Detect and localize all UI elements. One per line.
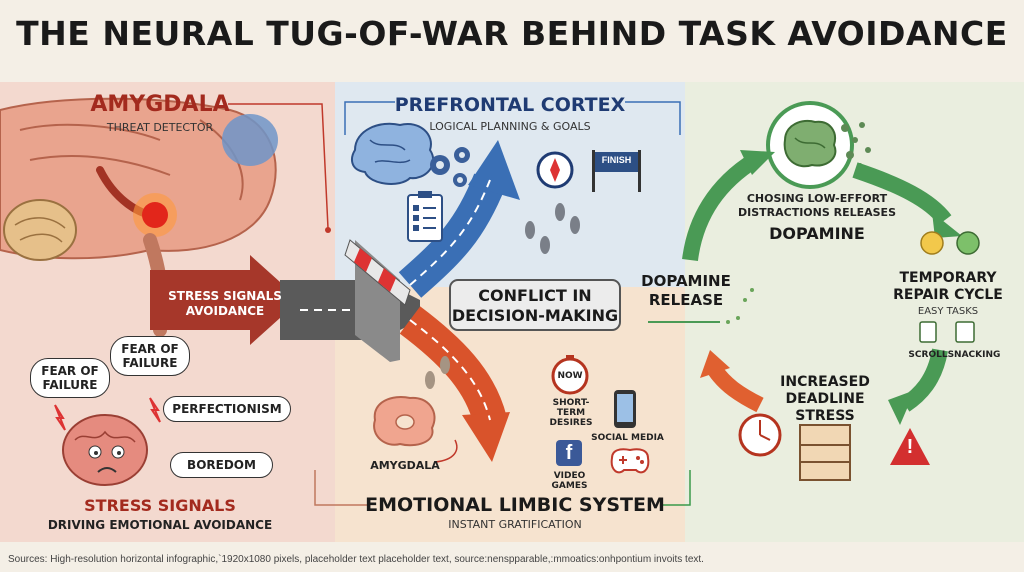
choosing-distractions-label: CHOSING LOW-EFFORT DISTRACTIONS RELEASES [738,192,896,219]
limbic-heading: EMOTIONAL LIMBIC SYSTEM [365,494,665,516]
stress-arrow-label: STRESS SIGNALS AVOIDANCE [160,289,290,319]
easy-tasks-label: EASY TASKS [917,306,979,317]
bubble-perfectionism: PERFECTIONISM [163,396,291,422]
compass-icon [536,151,574,189]
amygdala-connector-line [228,103,329,229]
prefrontal-arrow-head [468,140,520,200]
snacking-label: SNACKING [947,350,1001,360]
temporary-repair-label: TEMPORARY REPAIR CYCLE [893,270,1003,303]
prefrontal-subtitle: LOGICAL PLANNING & GOALS [429,120,591,133]
video-games-label: VIDEO GAMES [551,471,588,491]
gears-icon [430,147,470,187]
conflict-label: CONFLICT IN DECISION-MAKING [450,286,620,326]
bubble-fear-of-failure-2: FEAR OF FAILURE [110,336,190,376]
stress-signals-heading: STRESS SIGNALS [84,496,236,515]
stress-arrow [150,255,300,345]
facebook-glyph: f [565,442,573,464]
amygdala-subtitle: THREAT DETECTOR [106,121,214,134]
page-title: THE NEURAL TUG-OF-WAR BEHIND TASK AVOIDA… [16,14,1008,53]
cycle-panel-background [685,82,1024,542]
warning-glyph: ! [906,436,914,458]
scroll-label: SCROLL [908,350,948,360]
bubble-fear-of-failure-1: FEAR OF FAILURE [30,358,110,398]
conflict-line2: DECISION-MAKING [451,306,619,325]
conflict-box [449,279,621,331]
finish-label: FINISH [601,155,632,165]
stress-arrow-line1: STRESS SIGNALS [168,289,282,303]
prefrontal-heading: PREFRONTAL CORTEX [394,94,626,116]
pink-brain-icon [373,396,436,447]
green-brain-icon [783,120,837,168]
footprints-icon [425,203,580,389]
game-controller-icon [610,448,650,474]
limbic-arrow-head [462,412,510,462]
warning-triangle-icon [890,428,930,465]
checklist-icon [407,191,443,242]
brain-cross-section-illustration [0,97,278,337]
cycle-arrow-bottom-left [708,365,764,413]
scroll-icon [919,321,937,343]
smiley-yellow-icon [920,231,944,255]
deadline-stopwatch-icon [738,413,782,457]
dopamine-release-label: DOPAMINE RELEASE [641,272,731,309]
dopamine-heading: DOPAMINE [769,224,865,243]
smiley-green-icon [956,231,980,255]
bubble-boredom: BOREDOM [170,452,273,478]
social-media-label: SOCIAL MEDIA [591,433,664,443]
amygdala-heading: AMYGDALA [90,92,230,117]
cycle-arrow-top-left [682,153,760,262]
cycle-arrow-top-right [852,162,952,226]
stress-signals-subtitle: DRIVING EMOTIONAL AVOIDANCE [47,518,273,532]
increased-stress-label: INCREASED DEADLINE STRESS [780,374,870,424]
limbic-subtitle: INSTANT GRATIFICATION [448,518,582,531]
road-barrier-illustration [344,239,411,362]
phone-icon [614,390,636,428]
facebook-icon [556,440,582,466]
footer-sources: Sources: High-resolution horizontal info… [8,554,704,565]
inbox-tray-icon [799,424,851,481]
conflict-line1: CONFLICT IN [478,286,592,305]
dopamine-particles-icon [841,122,871,167]
finish-flag-icon [592,150,641,192]
stress-arrow-line2: AVOIDANCE [185,304,265,318]
short-term-desires-label: SHORT-TERM DESIRES [549,398,593,428]
snacking-icon [955,321,975,343]
now-label: NOW [557,371,583,381]
stressed-brain-face-illustration [62,414,148,486]
limbic-amygdala-label: AMYGDALA [370,459,440,472]
stopwatch-icon [551,355,589,395]
